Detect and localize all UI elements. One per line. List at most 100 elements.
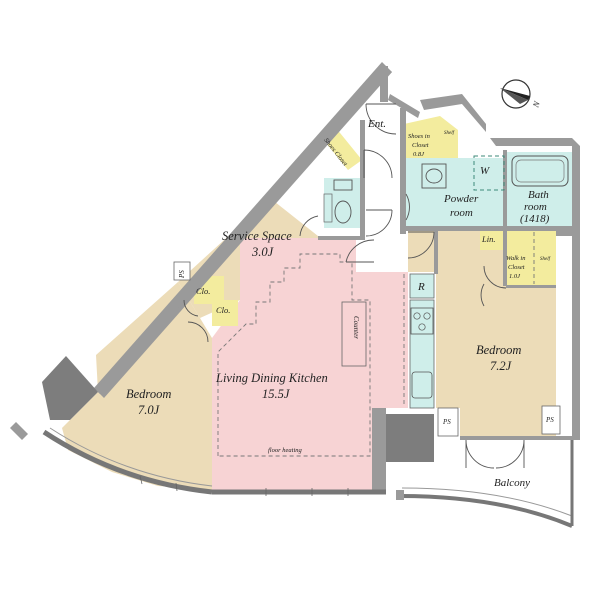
stove bbox=[410, 307, 434, 335]
label-bath-1: Bath bbox=[528, 189, 549, 201]
label-counter: Counter bbox=[352, 316, 360, 339]
wall-walkin-south bbox=[506, 285, 556, 288]
balcony-outline bbox=[399, 494, 573, 528]
label-washer: W bbox=[480, 165, 490, 177]
wall-ldk-south-right bbox=[372, 408, 386, 494]
bedroom-west-floor bbox=[62, 282, 212, 490]
walk-in-closet-floor bbox=[506, 228, 556, 286]
label-balcony: Balcony bbox=[494, 477, 530, 489]
door-balcony-right bbox=[495, 439, 525, 469]
label-shoes-in-closet-1: Shoes in bbox=[408, 133, 430, 140]
bathtub bbox=[511, 155, 569, 187]
wall-ldk-east bbox=[434, 230, 438, 274]
wall-bath-west bbox=[503, 150, 507, 228]
detached-wall bbox=[10, 422, 28, 440]
label-walkin-shelf: Shelf bbox=[540, 257, 551, 262]
label-closet-a: Clo. bbox=[196, 286, 210, 296]
label-entrance: Ent. bbox=[367, 118, 386, 130]
label-ps-2: PS bbox=[545, 416, 554, 424]
bedroom-east-floor bbox=[408, 230, 556, 438]
wall-south-curve-inner bbox=[49, 427, 213, 487]
compass-ring bbox=[501, 79, 531, 109]
ps-box-1 bbox=[437, 407, 459, 437]
label-ps-nw: PS bbox=[178, 270, 186, 279]
door-bedroom-east-side bbox=[480, 283, 485, 307]
door-service bbox=[299, 215, 319, 237]
wall-diagonal-inner bbox=[96, 68, 392, 394]
label-bedroom-west-size: 7.0J bbox=[138, 403, 161, 417]
refrigerator-floor bbox=[409, 273, 435, 299]
ldk-floor bbox=[212, 238, 408, 492]
wall-service-top bbox=[318, 236, 362, 240]
label-refrigerator: R bbox=[417, 281, 425, 293]
toilet-tank bbox=[333, 179, 353, 191]
label-bedroom-west: Bedroom bbox=[126, 387, 171, 401]
wall-ent-toilet bbox=[360, 120, 365, 240]
door-bedroom-west bbox=[187, 321, 209, 343]
ps-box-nw bbox=[173, 261, 191, 281]
wall-east-exterior bbox=[556, 228, 580, 440]
toilet-bowl bbox=[334, 200, 352, 224]
door-bedroom-east bbox=[407, 231, 435, 259]
label-walkin-1: Walk in bbox=[506, 255, 525, 262]
burner-1 bbox=[413, 312, 421, 320]
label-bedroom-east: Bedroom bbox=[476, 343, 521, 357]
column-se bbox=[386, 414, 434, 462]
burner-2 bbox=[423, 312, 431, 320]
wall-linen-walk bbox=[503, 228, 507, 286]
powder-sink-bowl bbox=[425, 168, 443, 184]
label-powder-2: room bbox=[450, 207, 473, 219]
wall-powder-west bbox=[400, 108, 406, 234]
wall-powder-south bbox=[404, 226, 480, 231]
label-service-space: Service Space bbox=[222, 229, 292, 243]
toilet-floor bbox=[324, 178, 362, 228]
label-walkin-2: Closet bbox=[508, 264, 525, 271]
north-arrow-tail bbox=[500, 88, 528, 104]
kitchen-sink-area bbox=[409, 299, 435, 409]
powder-room-floor bbox=[404, 158, 506, 228]
window-mark-2 bbox=[175, 482, 178, 492]
shoes-in-closet-floor bbox=[404, 116, 458, 160]
wall-bedroom-east-south bbox=[460, 436, 572, 440]
bathtub-inner bbox=[515, 159, 565, 183]
door-ldk-entry bbox=[345, 239, 375, 263]
label-closet-b: Clo. bbox=[216, 305, 230, 315]
burner-3 bbox=[418, 323, 426, 331]
label-linen: Lin. bbox=[481, 234, 495, 244]
door-entrance-inner bbox=[363, 149, 393, 179]
label-ldk-size: 15.5J bbox=[262, 387, 291, 401]
compass-label: N bbox=[530, 99, 542, 110]
door-balcony-left bbox=[465, 439, 495, 469]
linen-floor bbox=[480, 228, 506, 250]
column-west bbox=[42, 356, 98, 420]
counter-floor bbox=[341, 301, 367, 367]
label-shoes-in-closet-2: Closet bbox=[412, 142, 429, 149]
balcony-post bbox=[396, 490, 404, 500]
label-bath-size: (1418) bbox=[520, 213, 550, 225]
closet-b-floor bbox=[212, 300, 238, 326]
toilet-cabinet bbox=[323, 193, 333, 223]
label-ldk: Living Dining Kitchen bbox=[215, 371, 328, 385]
bathroom-floor bbox=[506, 152, 572, 228]
door-walkin bbox=[483, 265, 507, 289]
label-shoes-shelf: Shelf bbox=[444, 131, 455, 136]
floor-heating-area bbox=[217, 253, 371, 457]
door-closet-a bbox=[183, 299, 199, 317]
compass: N bbox=[500, 79, 542, 110]
door-entrance bbox=[365, 103, 397, 135]
north-arrow-icon bbox=[500, 88, 530, 100]
kitchen-sink bbox=[411, 371, 433, 399]
wall-entrance-top bbox=[380, 66, 388, 102]
ps-box-2 bbox=[541, 405, 561, 435]
label-floor-heating: floor heating bbox=[268, 447, 303, 454]
wall-entrance-diag bbox=[388, 94, 420, 118]
label-bedroom-east-size: 7.2J bbox=[490, 359, 513, 373]
window-mark-1 bbox=[139, 475, 143, 485]
label-bath-2: room bbox=[524, 201, 547, 213]
label-powder-1: Powder bbox=[443, 193, 479, 205]
door-toilet bbox=[365, 209, 393, 237]
wall-ne-exterior bbox=[420, 94, 486, 132]
balcony-inner bbox=[401, 487, 573, 517]
washer-box bbox=[473, 155, 505, 191]
